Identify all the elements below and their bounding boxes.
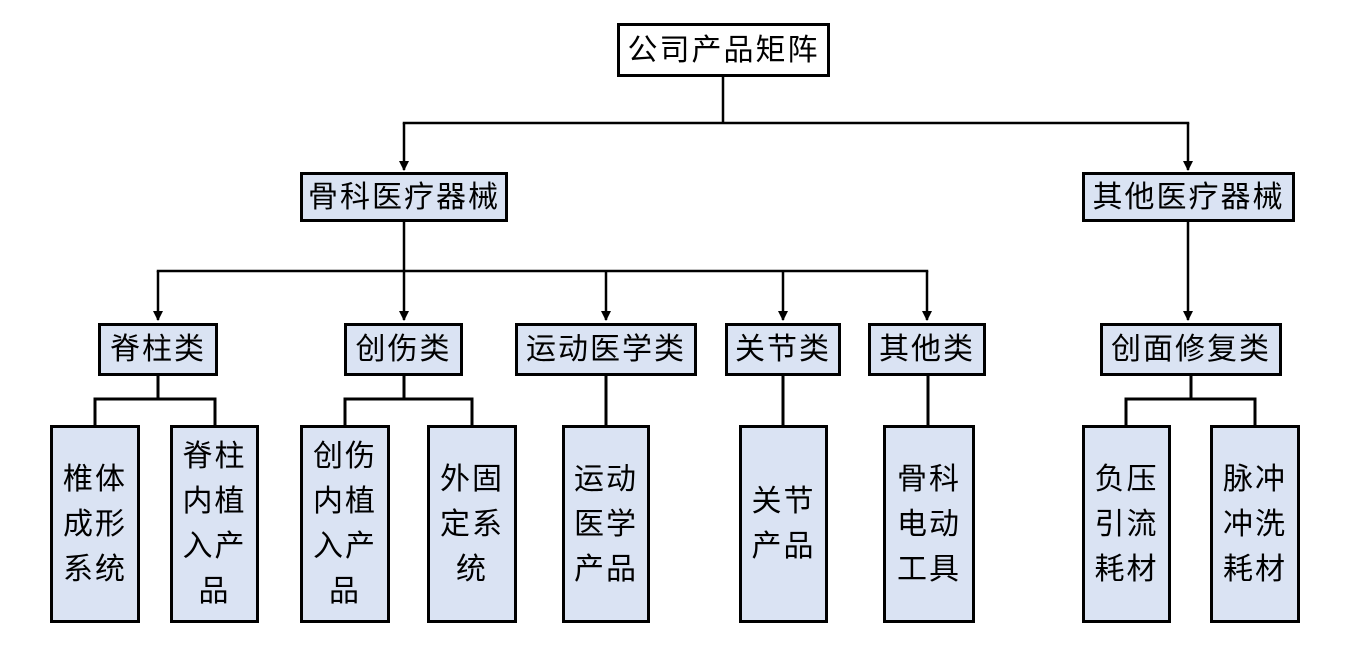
node-joint-products: 关节产品 [739,425,828,623]
edge-single-children [604,374,930,429]
node-orthopedic-medical-devices: 骨科医疗器械 [300,172,508,222]
node-wound-repair-category: 创面修复类 [1100,323,1282,376]
edge-root-to-level2 [402,75,1190,125]
node-company-product-matrix: 公司产品矩阵 [617,23,830,77]
node-sports-medicine-category: 运动医学类 [515,323,697,376]
node-orthopedic-power-tools: 骨科电动工具 [883,425,975,623]
node-joint-category: 关节类 [725,323,841,376]
node-external-fixation-system: 外固定系统 [427,425,517,623]
plain-edges [93,75,1257,429]
node-vertebroplasty-system: 椎体成形系统 [50,425,140,623]
edge-trauma-children [343,374,474,429]
node-spine-category: 脊柱类 [98,323,218,376]
node-sports-medicine-products: 运动医学产品 [562,425,650,623]
node-spinal-implant-products: 脊柱内植入产品 [170,425,259,623]
node-negative-pressure-drainage-consumables: 负压引流耗材 [1082,425,1171,623]
arrow-edges [153,123,1193,321]
node-other-medical-devices: 其他医疗器械 [1082,172,1295,222]
node-trauma-implant-products: 创伤内植入产品 [300,425,390,623]
node-trauma-category: 创伤类 [344,323,463,376]
node-other-category: 其他类 [868,323,986,376]
edge-spine-children [93,374,217,429]
node-pulse-lavage-consumables: 脉冲冲洗耗材 [1210,425,1300,623]
edge-ortho-to-categories [156,220,929,273]
edge-wound-children [1124,374,1257,429]
